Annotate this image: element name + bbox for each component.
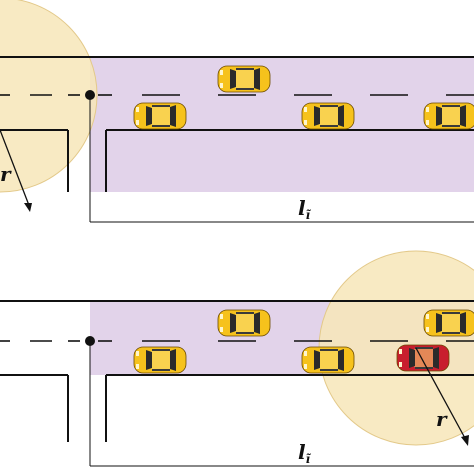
top-radius-line bbox=[0, 129, 31, 209]
top-car-yellow-1 bbox=[133, 102, 187, 130]
top-car-yellow-4 bbox=[423, 102, 474, 130]
bottom-car-yellow-2 bbox=[217, 309, 271, 337]
top-length-subscript: ĩ bbox=[306, 208, 312, 222]
top-coverage-circle bbox=[0, 0, 98, 193]
bottom-radius-arrowhead bbox=[461, 435, 469, 446]
bottom-panel: r lĩ bbox=[0, 250, 474, 467]
bottom-car-red bbox=[396, 344, 450, 372]
bottom-length-subscript: ĩ bbox=[306, 452, 312, 466]
bottom-car-yellow-1 bbox=[133, 346, 187, 374]
bottom-car-yellow-3 bbox=[301, 346, 355, 374]
bottom-car-yellow-4 bbox=[423, 309, 474, 337]
top-length-label: lĩ bbox=[298, 196, 312, 222]
top-panel: r lĩ bbox=[0, 0, 474, 223]
top-radius-arrowhead bbox=[24, 203, 32, 212]
bottom-radius-label: r bbox=[436, 407, 448, 431]
top-car-yellow-3 bbox=[301, 102, 355, 130]
top-radius-label: r bbox=[0, 162, 12, 186]
bottom-length-label: lĩ bbox=[298, 440, 312, 466]
bottom-radius-line bbox=[415, 347, 467, 441]
top-car-yellow-2 bbox=[217, 65, 271, 93]
